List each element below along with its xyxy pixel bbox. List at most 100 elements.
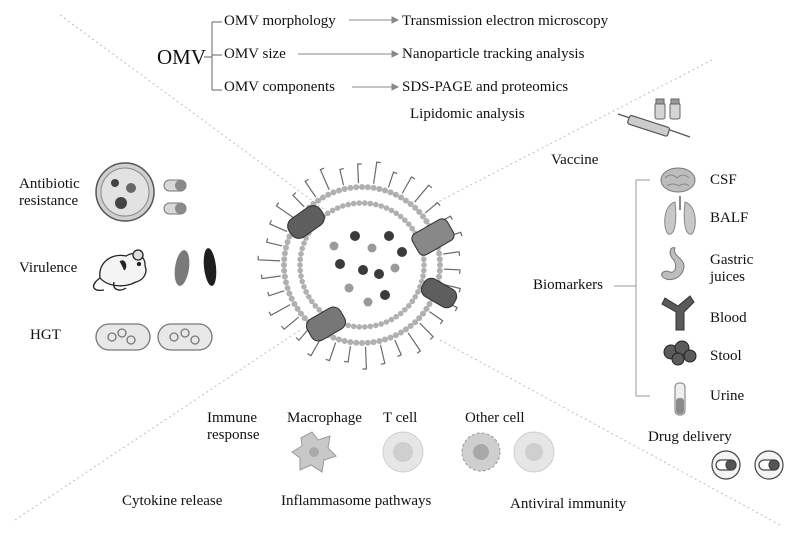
membrane-lipid-bead bbox=[350, 323, 357, 330]
membrane-lipid-bead bbox=[373, 322, 379, 329]
membrane-lipid-bead bbox=[402, 307, 408, 313]
lps-fiber bbox=[257, 255, 281, 262]
membrane-lipid-bead bbox=[301, 284, 307, 290]
membrane-lipid-bead bbox=[330, 334, 337, 341]
membrane-lipid-bead bbox=[336, 187, 342, 194]
lps-fiber bbox=[269, 219, 288, 233]
omv-bracket bbox=[204, 21, 222, 91]
membrane-lipid-bead bbox=[334, 205, 341, 211]
membrane-lipid-bead bbox=[353, 339, 360, 346]
membrane-lipid-bead bbox=[281, 256, 288, 263]
membrane-lipid-bead bbox=[297, 267, 304, 274]
biomarker-stool-label: Stool bbox=[710, 348, 742, 364]
biomarker-urine-label: Urine bbox=[710, 388, 745, 404]
membrane-lipid-bead bbox=[286, 290, 293, 297]
t-cell-icon bbox=[382, 431, 424, 473]
hgt-label: HGT bbox=[30, 327, 61, 343]
brain-icon bbox=[660, 167, 696, 193]
omv-components-label: OMV components bbox=[224, 79, 335, 95]
urine-tube-icon bbox=[674, 382, 686, 416]
syringe-icon bbox=[617, 113, 691, 138]
membrane-lipid-bead bbox=[397, 310, 404, 317]
vesicle-lumen bbox=[307, 210, 417, 320]
membrane-lipid-bead bbox=[359, 340, 365, 346]
membrane-proteins bbox=[287, 205, 458, 342]
lps-fiber bbox=[275, 202, 295, 219]
lps-fiber bbox=[325, 342, 337, 362]
stool-icon bbox=[663, 340, 697, 366]
lps-fiber bbox=[292, 192, 305, 208]
membrane-lipid-bead bbox=[320, 194, 326, 201]
lps-fiber bbox=[260, 274, 281, 280]
lps-fiber bbox=[304, 178, 317, 198]
lps-fiber bbox=[344, 346, 351, 363]
membrane-lipid-bead bbox=[281, 250, 288, 257]
drug-delivery-label: Drug delivery bbox=[648, 429, 732, 445]
vaccine-label: Vaccine bbox=[551, 152, 599, 168]
membrane-lipid-bead bbox=[436, 250, 443, 257]
blood-vessel-icon bbox=[661, 295, 695, 331]
membrane-lipid-bead bbox=[301, 315, 308, 322]
membrane-lipid-bead bbox=[341, 338, 348, 344]
membrane-inner-beads bbox=[297, 200, 427, 330]
membrane-lipid-bead bbox=[402, 197, 409, 204]
membrane-lipid-bead bbox=[412, 319, 419, 326]
membrane-lipid-bead bbox=[437, 262, 443, 268]
lps-fiber bbox=[424, 201, 441, 214]
lungs-icon bbox=[664, 196, 696, 235]
membrane-lipid-bead bbox=[423, 218, 430, 225]
membrane-lipid-bead bbox=[316, 307, 323, 313]
membrane-lipid-bead bbox=[393, 210, 400, 217]
membrane-lipid-bead bbox=[383, 205, 390, 211]
membrane-lipid-bead bbox=[407, 201, 414, 207]
lps-fiber bbox=[295, 327, 310, 342]
petri-dish-icon bbox=[95, 162, 155, 222]
lps-fiber bbox=[443, 251, 461, 256]
biomarker-csf-label: CSF bbox=[710, 172, 737, 188]
macrophage-label: Macrophage bbox=[287, 410, 362, 426]
membrane-lipid-bead bbox=[373, 201, 379, 208]
lps-fiber bbox=[443, 268, 461, 274]
membrane-lipid-bead bbox=[341, 186, 348, 192]
membrane-lipid-bead bbox=[299, 245, 306, 252]
biomarkers-label: Biomarkers bbox=[533, 277, 603, 293]
cytokine-release-label: Cytokine release bbox=[122, 493, 223, 509]
membrane-lipid-bead bbox=[284, 239, 291, 245]
membrane-lipid-bead bbox=[416, 315, 423, 322]
membrane-lipid-bead bbox=[281, 262, 287, 268]
omv-size-label: OMV size bbox=[224, 46, 286, 62]
membrane-lipid-bead bbox=[387, 334, 394, 341]
membrane-lipid-bead bbox=[347, 184, 354, 191]
lps-fiber bbox=[401, 176, 416, 194]
membrane-lipid-bead bbox=[364, 339, 371, 346]
mouse-icon bbox=[93, 249, 147, 291]
membrane-lipid-bead bbox=[388, 207, 395, 214]
membrane-lipid-bead bbox=[315, 197, 322, 204]
membrane-lipid-bead bbox=[303, 289, 309, 295]
membrane-lipid-bead bbox=[298, 251, 304, 257]
membrane-lipid-bead bbox=[356, 200, 363, 206]
virulence-label: Virulence bbox=[19, 260, 78, 276]
cargo-particles bbox=[329, 231, 407, 307]
lps-fiber bbox=[394, 339, 402, 357]
membrane-lipid-bead bbox=[436, 256, 443, 263]
membrane-lipid-bead bbox=[405, 221, 412, 227]
membrane-lipid-bead bbox=[370, 184, 377, 191]
drug-delivery-icon bbox=[711, 450, 784, 480]
lps-fiber bbox=[373, 161, 381, 184]
membrane-lipid-bead bbox=[398, 194, 404, 201]
antibiotic-resistance-label: Antibiotic resistance bbox=[19, 176, 80, 209]
membrane-lipid-bead bbox=[398, 329, 404, 336]
lps-fiber bbox=[387, 171, 398, 188]
membrane-lipid-bead bbox=[306, 294, 312, 300]
membrane-lipid-bead bbox=[297, 262, 303, 268]
membrane-lipid-bead bbox=[421, 262, 427, 268]
stomach-icon bbox=[661, 247, 685, 281]
lps-fiber bbox=[267, 290, 285, 297]
membrane-lipid-bead bbox=[412, 204, 419, 211]
lps-fiber bbox=[407, 332, 422, 354]
membrane-lipid-bead bbox=[340, 203, 346, 209]
lps-fibers bbox=[257, 161, 463, 370]
biomarker-balf-label: BALF bbox=[710, 210, 749, 226]
membrane-lipid-bead bbox=[426, 301, 433, 307]
